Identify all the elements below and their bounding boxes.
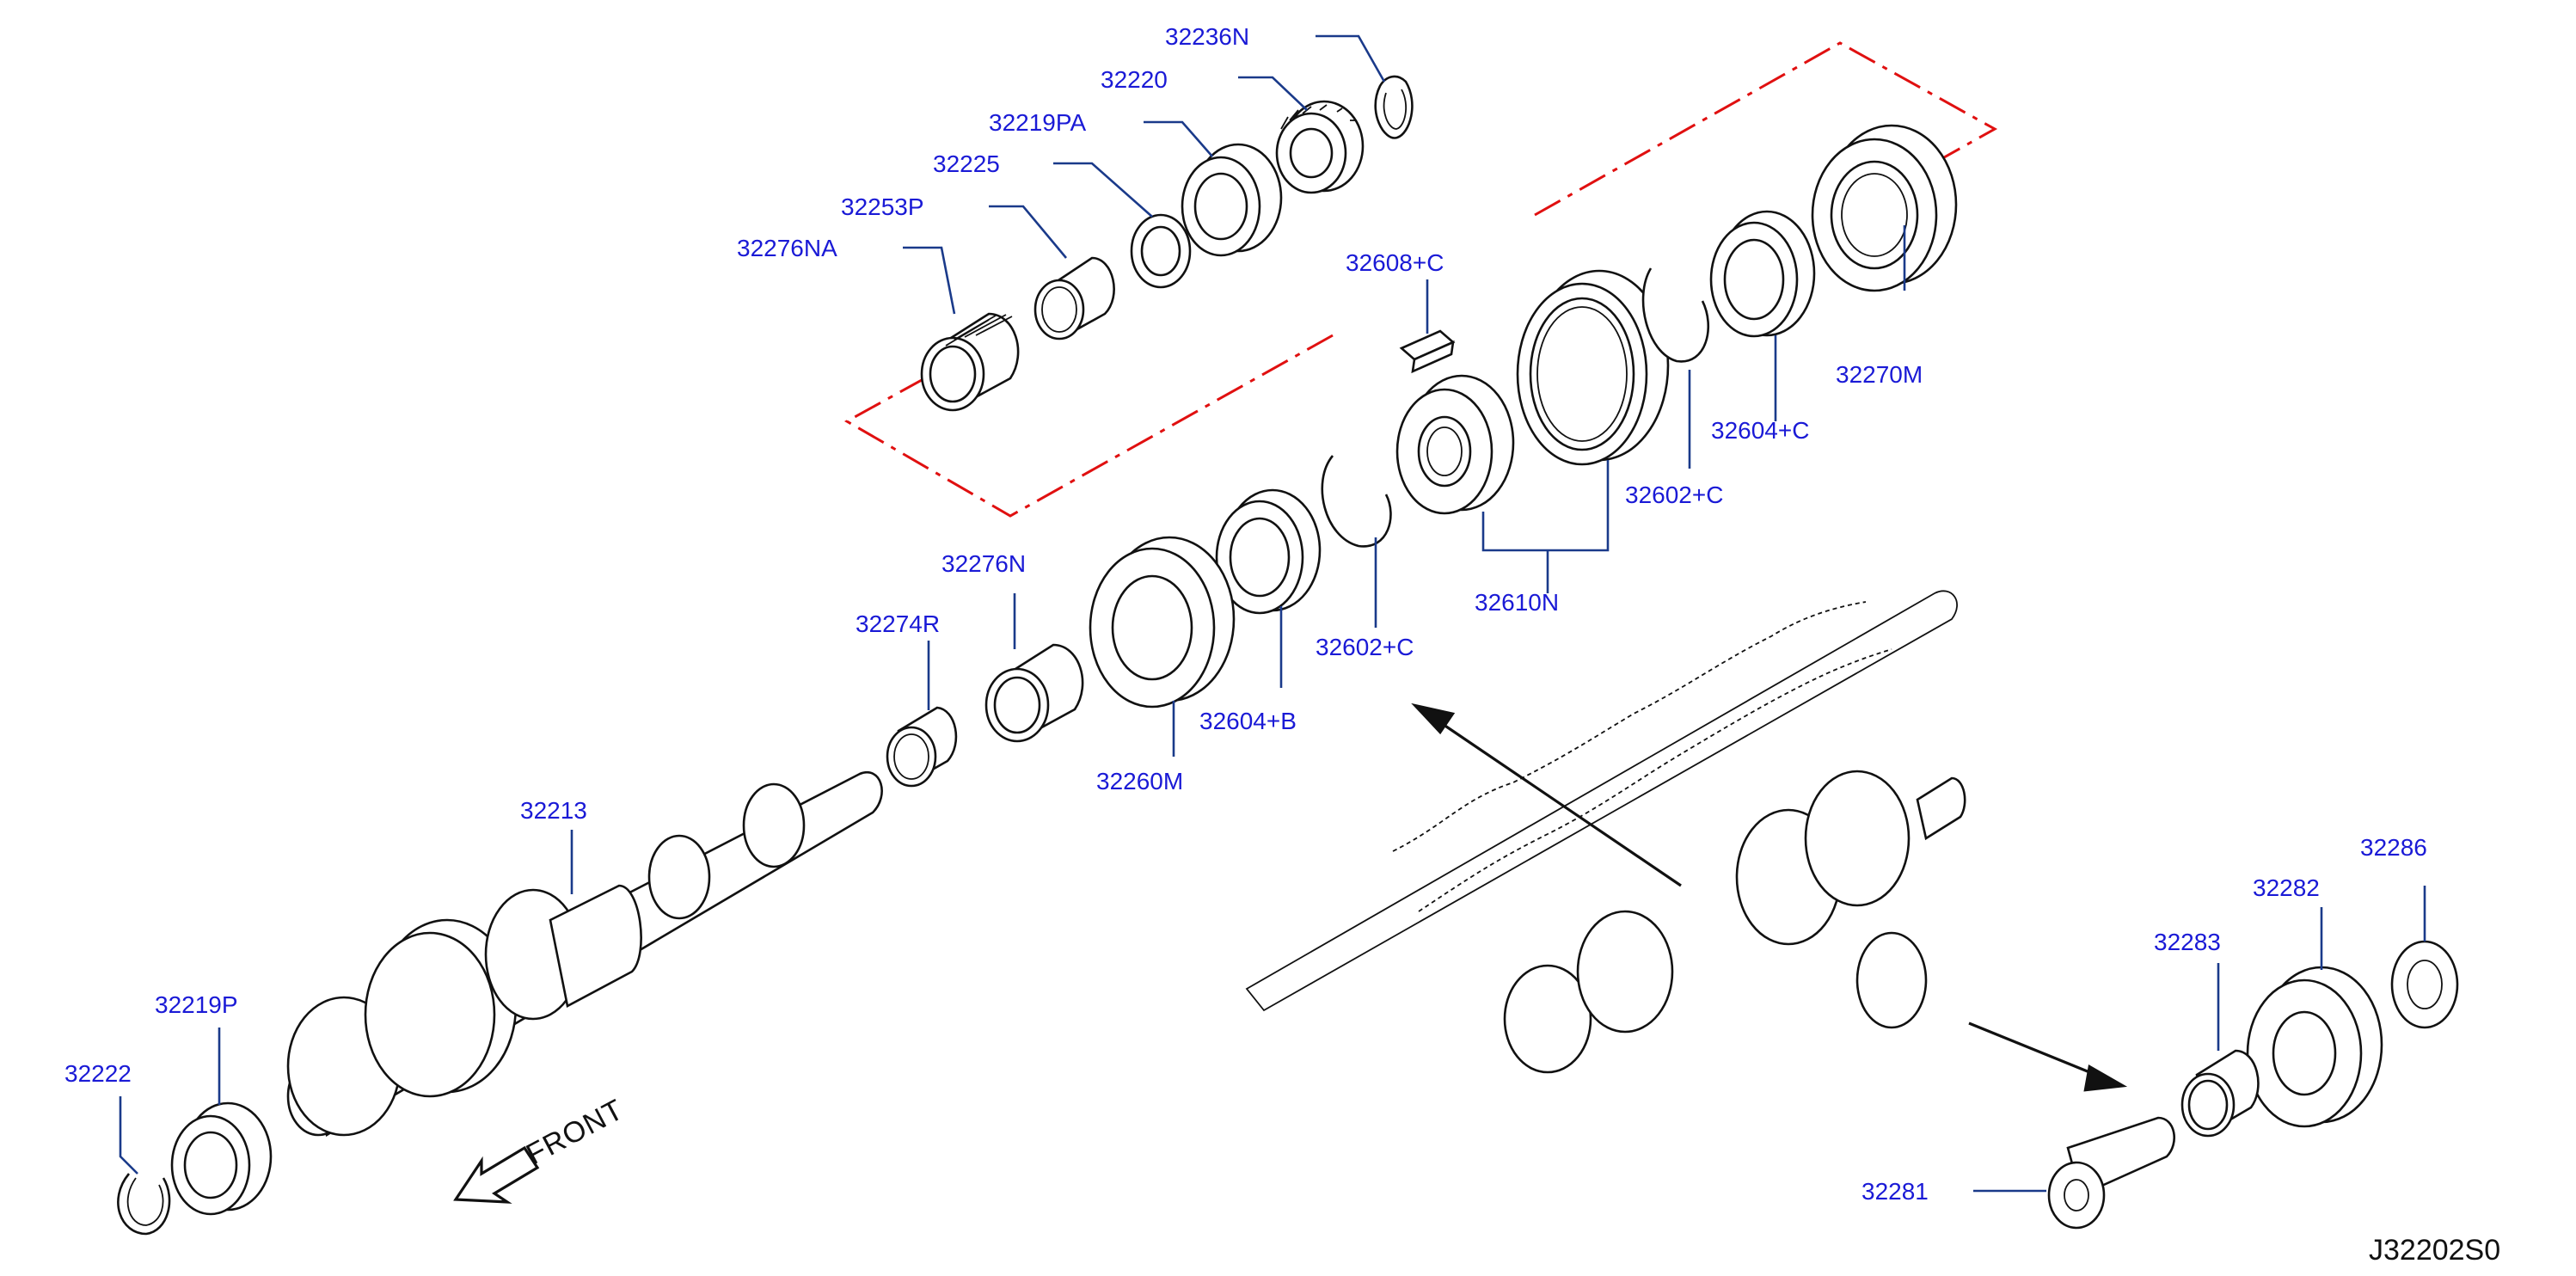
bushing-32274R[interactable] <box>886 706 958 788</box>
sync-hub-32610N[interactable] <box>1395 374 1515 515</box>
label-32253P[interactable]: 32253P <box>841 193 924 220</box>
bearing-32219PA[interactable] <box>1181 143 1283 257</box>
diagram-code: J32202S0 <box>2369 1234 2500 1267</box>
needle-bearing-32283[interactable] <box>2180 1049 2260 1138</box>
label-32608C[interactable]: 32608+C <box>1346 249 1444 276</box>
part-labels: 32236N 32220 32219PA 32225 32253P 32276N… <box>64 23 2427 1205</box>
gear-32260M[interactable] <box>1089 536 1236 709</box>
leader-lines <box>119 34 2426 1193</box>
label-32213[interactable]: 32213 <box>520 797 587 824</box>
assembly-outline <box>843 41 1998 518</box>
shaft-32281[interactable] <box>2047 1116 2175 1230</box>
label-32276N[interactable]: 32276N <box>941 550 1026 577</box>
label-32283[interactable]: 32283 <box>2154 929 2221 955</box>
needle-bearing-32276NA[interactable] <box>920 312 1020 412</box>
label-32219PA[interactable]: 32219PA <box>989 109 1086 136</box>
direction-arrows <box>1411 702 2128 1092</box>
sync-sleeve-32610N[interactable] <box>1516 269 1670 466</box>
bearing-32219P[interactable] <box>170 1101 273 1216</box>
front-indicator <box>453 1145 540 1204</box>
washer-32286[interactable] <box>2390 940 2459 1029</box>
label-32236N[interactable]: 32236N <box>1165 23 1249 50</box>
washer-32225[interactable] <box>1130 213 1192 289</box>
snap-ring-32222[interactable] <box>117 1173 171 1236</box>
label-32286[interactable]: 32286 <box>2360 834 2427 861</box>
label-32220[interactable]: 32220 <box>1101 66 1168 93</box>
label-32602C-upper[interactable]: 32602+C <box>1625 482 1723 508</box>
needle-bearing-32276N[interactable] <box>984 643 1084 743</box>
bushing-32253P[interactable] <box>1033 256 1115 340</box>
gear-32270M[interactable] <box>1811 124 1958 292</box>
baulk-ring-32604C[interactable] <box>1709 210 1816 338</box>
label-32604B[interactable]: 32604+B <box>1199 708 1297 734</box>
label-32282[interactable]: 32282 <box>2253 874 2320 901</box>
label-32281[interactable]: 32281 <box>1861 1178 1929 1205</box>
label-32602C-lower[interactable]: 32602+C <box>1316 634 1414 660</box>
label-32270M[interactable]: 32270M <box>1836 361 1923 388</box>
spring-32602C-lower[interactable] <box>1321 455 1392 548</box>
baulk-ring-32604B[interactable] <box>1215 488 1322 615</box>
snap-ring-32236N[interactable] <box>1374 75 1414 139</box>
countershaft-assembly[interactable] <box>1245 590 1966 1074</box>
label-32276NA[interactable]: 32276NA <box>737 235 837 261</box>
label-32225[interactable]: 32225 <box>933 150 1000 177</box>
label-32260M[interactable]: 32260M <box>1096 768 1183 794</box>
label-32219P[interactable]: 32219P <box>155 991 238 1018</box>
label-32610N[interactable]: 32610N <box>1475 589 1559 616</box>
label-32274R[interactable]: 32274R <box>856 610 940 637</box>
front-label: FRONT <box>521 1093 629 1171</box>
label-32604C[interactable]: 32604+C <box>1711 417 1809 444</box>
spring-32602C-upper[interactable] <box>1641 267 1709 363</box>
main-shaft-32213[interactable] <box>286 770 883 1138</box>
label-32222[interactable]: 32222 <box>64 1060 132 1087</box>
gear-32220[interactable] <box>1275 100 1365 194</box>
gear-32282[interactable] <box>2246 966 2383 1128</box>
shift-insert-32608C[interactable] <box>1399 329 1456 374</box>
